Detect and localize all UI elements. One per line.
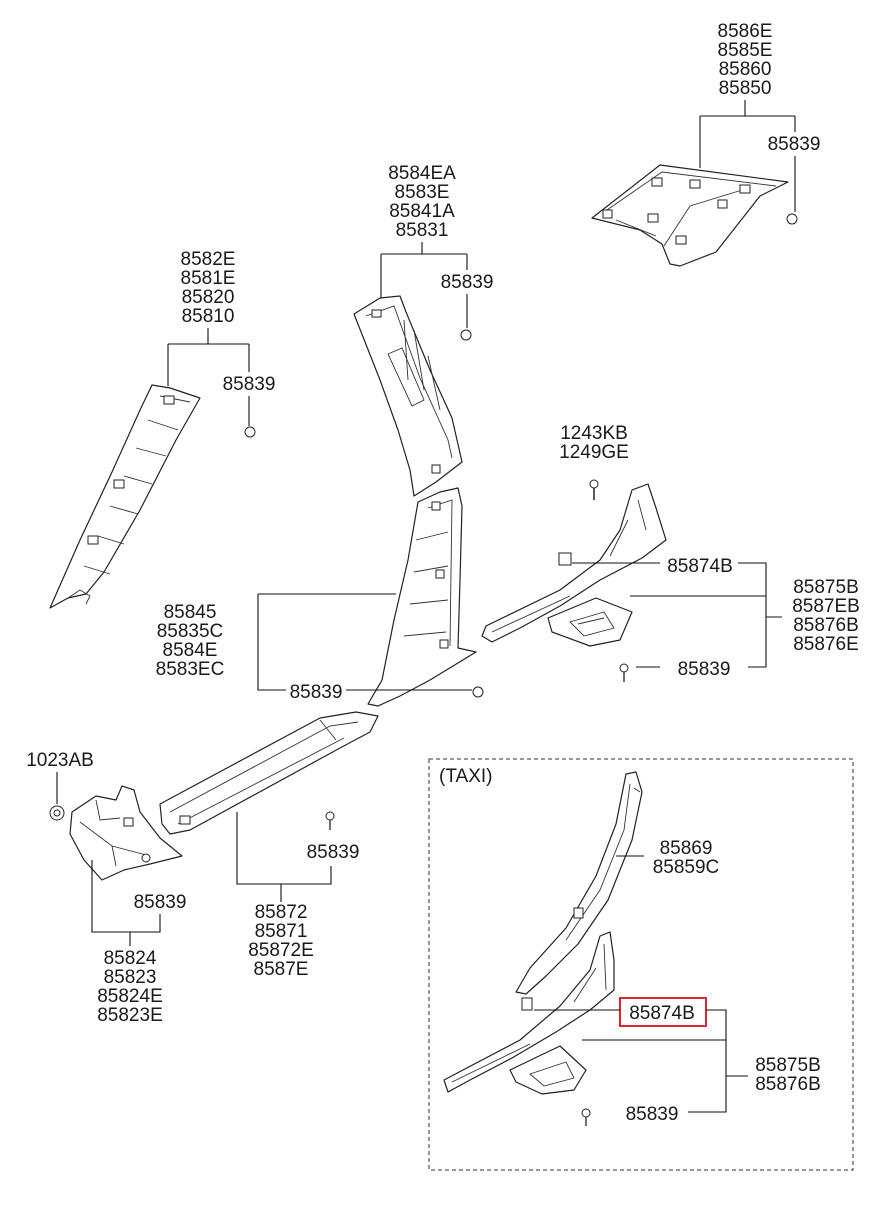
rear-clip-label: 85874B [667, 556, 733, 577]
taxi-scuff-part [443, 931, 615, 1095]
a-pillar-screw-icon [244, 426, 256, 438]
rear-scuff-screw-icon [619, 663, 629, 682]
front-scuff-label-3: 85872E [248, 940, 314, 961]
front-scuff-label-4: 8587E [254, 959, 309, 980]
taxi-pillar-label-1: 85869 [660, 838, 713, 859]
a-pillar-label-4: 85810 [182, 306, 235, 327]
roof-rear-leader [699, 100, 796, 212]
rear-scuff-screw-label: 85839 [678, 659, 731, 680]
roof-rear-screw-icon [786, 213, 798, 225]
taxi-inset-frame [428, 758, 854, 1171]
a-pillar-label: 8582E 8581E 85820 85810 85839 [181, 249, 276, 395]
cowl-side-part [69, 785, 183, 881]
front-scuff-screw-icon [325, 811, 335, 830]
rear-scuff-label-2: 8587EB [792, 596, 860, 617]
cowl-side-leader [56, 772, 161, 946]
roof-rear-label-1: 8586E [718, 21, 773, 42]
taxi-screw-label: 85839 [626, 1104, 679, 1125]
b-pillar-upper-label-4: 85831 [396, 220, 449, 241]
rear-scuff-label: 85874B 85875B 8587EB 85876B 85876E 85839 [667, 556, 860, 680]
front-scuff-label-2: 85871 [255, 921, 308, 942]
b-pillar-lower-screw-icon [472, 686, 484, 698]
b-pillar-lower-label-4: 8583EC [156, 659, 225, 680]
nut-icon [49, 805, 65, 821]
taxi-scuff-label-1: 85875B [755, 1055, 821, 1076]
taxi-leader [534, 855, 748, 1113]
b-pillar-lower-part [367, 487, 477, 707]
cowl-side-label-2: 85823 [104, 967, 157, 988]
cowl-side-label-4: 85823E [97, 1005, 163, 1026]
cowl-side-label-1: 85824 [104, 948, 157, 969]
b-pillar-lower-label-1: 85845 [164, 602, 217, 623]
b-pillar-lower-leader [257, 593, 472, 691]
roof-rear-screw-label: 85839 [768, 134, 821, 155]
cowl-side-label-3: 85824E [97, 986, 163, 1007]
taxi-pillar-part [515, 771, 643, 995]
b-pillar-upper-screw-label: 85839 [441, 272, 494, 293]
b-pillar-upper-leader [380, 242, 468, 328]
taxi-scuff-label-2: 85876B [755, 1074, 821, 1095]
taxi-screw-icon [581, 1108, 591, 1126]
rear-scuff-leader [572, 562, 782, 668]
cowl-side-screw-label: 85839 [134, 892, 187, 913]
a-pillar-label-3: 85820 [182, 287, 235, 308]
rear-scuff-label-4: 85876E [793, 634, 859, 655]
bolt-label-1: 1243KB [560, 423, 628, 444]
roof-rear-label-4: 85850 [719, 78, 772, 99]
bolt-label-2: 1249GE [559, 442, 629, 463]
a-pillar-label-2: 8581E [181, 268, 236, 289]
front-scuff-label: 85839 85872 85871 85872E 8587E [248, 842, 359, 980]
a-pillar-leader [167, 328, 250, 426]
nut-label: 1023AB [26, 750, 94, 771]
cowl-side-label: 1023AB 85839 85824 85823 85824E 85823E [26, 750, 186, 1026]
b-pillar-lower-label-2: 85835C [157, 621, 224, 642]
roof-rear-label-3: 85860 [719, 59, 772, 80]
front-scuff-label-1: 85872 [255, 902, 308, 923]
cowl-side-screw-icon [141, 853, 151, 863]
roof-rear-label-2: 8585E [718, 40, 773, 61]
taxi-title: (TAXI) [439, 766, 492, 787]
b-pillar-upper-label-2: 8583E [395, 182, 450, 203]
b-pillar-lower-label: 85845 85835C 8584E 8583EC 85839 [156, 602, 343, 703]
taxi-labels: 85869 85859C 85875B 85876B 85839 [626, 838, 821, 1125]
b-pillar-upper-part [353, 295, 463, 497]
highlight-box [619, 997, 707, 1027]
taxi-clip-label: 85874B [629, 1003, 695, 1024]
roof-rear-trim-part [591, 164, 789, 267]
taxi-pillar-label-2: 85859C [653, 857, 720, 878]
bolt-icon [589, 479, 599, 500]
a-pillar-screw-label: 85839 [223, 374, 276, 395]
rear-scuff-label-1: 85875B [793, 577, 859, 598]
b-pillar-upper-label-1: 8584EA [388, 163, 456, 184]
front-scuff-screw-label: 85839 [307, 842, 360, 863]
rear-scuff-label-3: 85876B [793, 615, 859, 636]
bolt-label: 1243KB 1249GE [559, 423, 629, 463]
b-pillar-upper-label-3: 85841A [389, 201, 455, 222]
roof-rear-label: 8586E 8585E 85860 85850 85839 [718, 21, 821, 155]
b-pillar-lower-label-3: 8584E [163, 640, 218, 661]
b-pillar-lower-screw-label: 85839 [290, 682, 343, 703]
taxi-clip-highlight: 85874B [619, 997, 707, 1027]
front-scuff-leader [236, 812, 332, 902]
b-pillar-upper-screw-icon [460, 329, 472, 341]
rear-scuff-part [481, 483, 667, 647]
a-pillar-part [49, 384, 201, 609]
front-scuff-part [159, 711, 379, 835]
a-pillar-label-1: 8582E [181, 249, 236, 270]
b-pillar-upper-label: 8584EA 8583E 85841A 85831 85839 [388, 163, 493, 293]
